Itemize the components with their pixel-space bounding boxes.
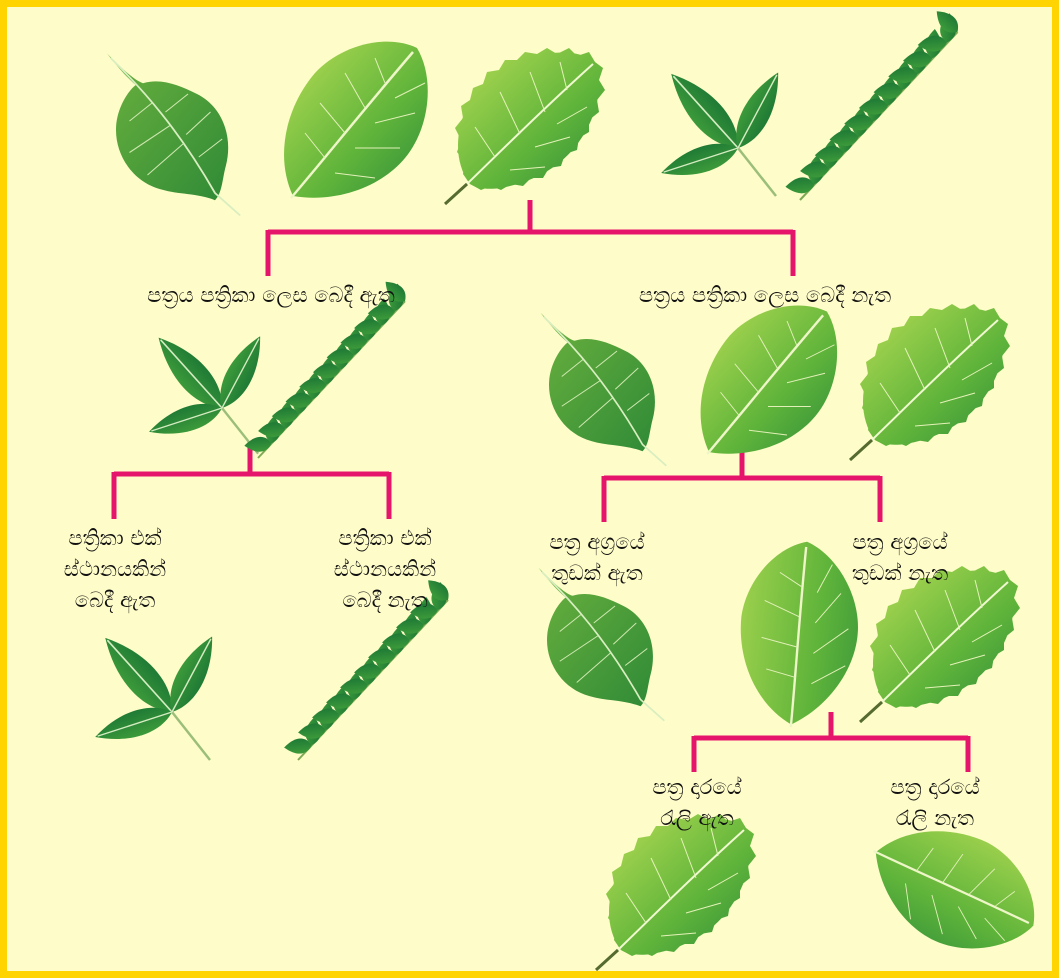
root-leaves [107,6,963,216]
compound-leaf-label: පත්‍රය පත්‍රිකා ලෙස බෙදී ඇත [96,280,446,311]
simple-leaf-label: පත්‍රය පත්‍රිකා ලෙස බෙදී නැත [590,280,940,311]
not-one-point-label: පත්‍රිකා එක් ස්ථානයකින් බෙදී නැත [300,523,470,616]
simple-connector [604,448,880,522]
compound-connector [114,442,389,519]
serrated-margin-label: පත්‍ර දාරයේ රැලි ඇත [612,772,782,834]
bo-leaf-icon [107,53,240,215]
one-point-label: පත්‍රිකා එක් ස්ථානයකින් බෙදී ඇත [30,523,200,616]
drip-tip-label: පත්‍ර අග්‍රයේ තුඩක් ඇත [512,527,682,589]
bo-leaf-icon [541,313,667,466]
serrated-leaf-icon [596,814,756,970]
root-connector [268,200,793,276]
no-drip-tip-connector [694,712,968,772]
serrated-leaf-icon [850,304,1010,460]
oval-leaf-icon [284,42,428,198]
pinnate-leaf-icon [785,6,963,200]
no-drip-tip-label: පත්‍ර අග්‍රයේ තුඩක් නැත [815,527,985,589]
serrated-leaf-icon [860,566,1020,722]
simple-leaves [541,304,1011,466]
oval-leaf-icon [701,305,838,454]
trifoliate-leaf-icon [657,63,790,196]
bo-leaf-icon [539,568,665,721]
serrated-margin-leaves [596,814,756,970]
trifoliate-leaf-icon [145,328,271,454]
drip-tip-leaves [539,568,665,721]
smooth-margin-label: පත්‍ර දාරයේ රැලි නැත [850,772,1020,834]
serrated-leaf-icon [445,48,605,204]
trifoliate-leaf-icon [91,627,224,760]
one-point-leaves [91,627,224,760]
